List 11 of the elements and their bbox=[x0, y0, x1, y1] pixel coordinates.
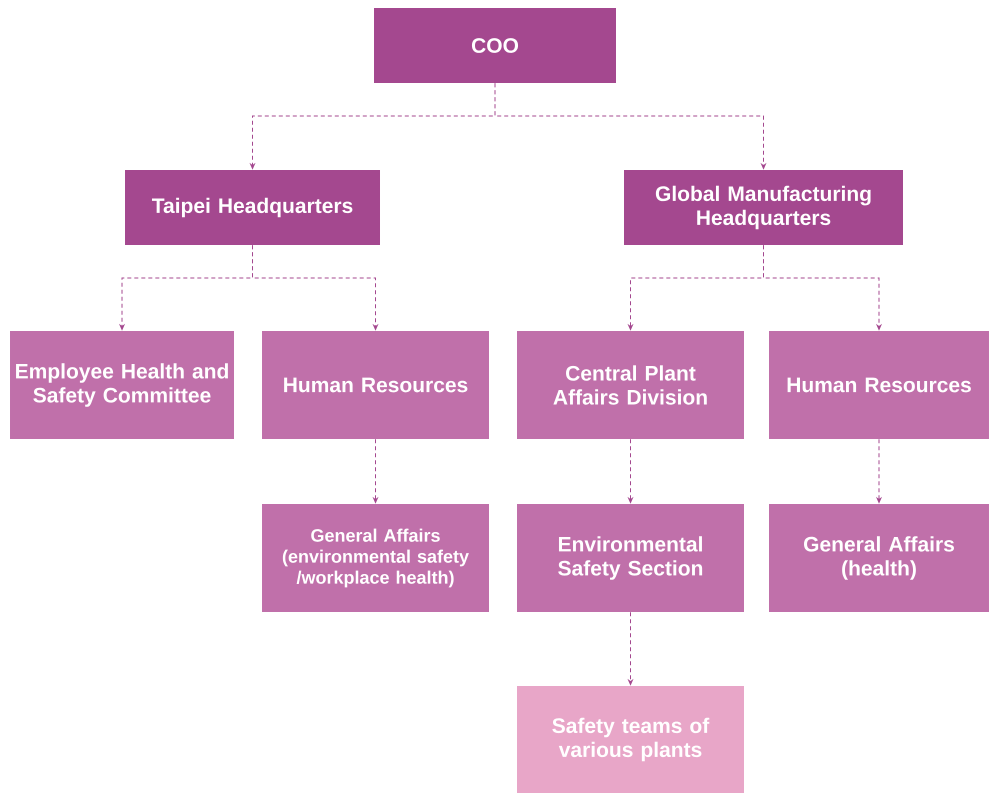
org-box: Human Resources bbox=[769, 331, 989, 439]
org-box: COO bbox=[374, 8, 616, 83]
org-box: Human Resources bbox=[262, 331, 489, 439]
org-box: Global Manufacturing Headquarters bbox=[624, 170, 903, 245]
org-box: Safety teams of various plants bbox=[517, 686, 744, 793]
org-box: General Affairs (environmental safety /workplace health) bbox=[262, 504, 489, 612]
org-box: Employee Health and Safety Committee bbox=[10, 331, 234, 439]
org-box: Taipei Headquarters bbox=[125, 170, 380, 245]
org-box: General Affairs (health) bbox=[769, 504, 989, 612]
org-box: Environmental Safety Section bbox=[517, 504, 744, 612]
org-box: Central Plant Affairs Division bbox=[517, 331, 744, 439]
